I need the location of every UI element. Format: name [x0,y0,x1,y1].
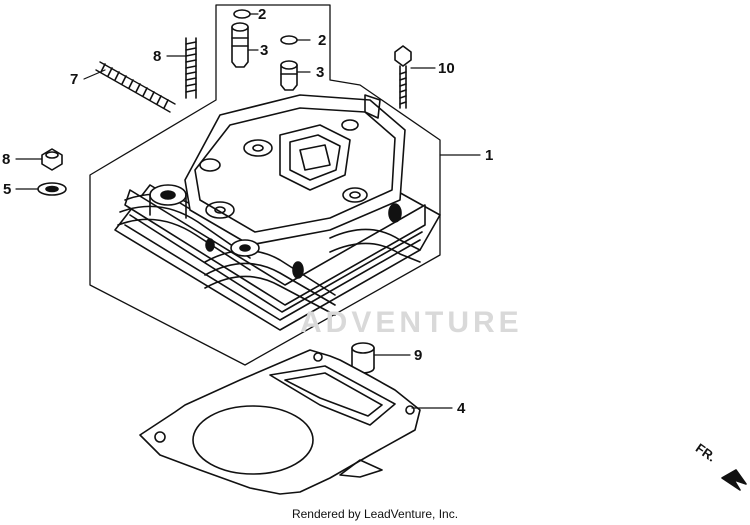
callout-10: 10 [438,60,455,77]
clip-2a [233,9,251,19]
front-direction-arrow [721,469,747,491]
bolt-boss-10 [205,238,215,252]
callout-1: 1 [485,147,493,164]
gasket-bore [192,405,314,475]
fin-5 [204,262,336,306]
stud-bolt-7 [95,61,176,113]
fin-6 [204,275,336,316]
washer-5 [37,182,67,196]
stud-bolt-8 [185,37,197,99]
callout-2-right: 2 [318,32,326,49]
callout-7: 7 [70,71,78,88]
head-gasket-4 [139,349,421,495]
fin-3 [117,218,251,271]
callout-8-nut: 8 [2,151,10,168]
flange-bolt-10 [394,45,412,109]
bolt-boss-4 [205,201,235,219]
fin-8 [329,242,421,263]
callout-3-left: 3 [260,42,268,59]
clip-2b [280,35,298,45]
callout-9: 9 [414,347,422,364]
bolt-boss-9 [292,261,304,279]
nut-8 [41,148,63,171]
fin-2 [119,205,251,259]
fin-7 [329,228,421,251]
bolt-boss-3 [342,187,368,203]
bolt-boss-2 [199,158,221,172]
front-direction-label: FR. [693,440,719,464]
assembly-outline [89,4,441,366]
callout-2-top: 2 [258,6,266,23]
bolt-boss-8 [388,203,402,223]
bolt-boss-1 [243,139,273,157]
cylinder-head [114,94,441,331]
bolt-boss-7 [341,119,359,131]
callout-4: 4 [457,400,466,417]
leader-lines [15,13,481,409]
callout-3-right: 3 [316,64,324,81]
callout-5: 5 [3,181,11,198]
valve-stem-seal-3a [231,22,249,68]
valve-chamber [279,124,351,191]
watermark-text: ADVENTURE [300,306,523,339]
valve-stem-seal-3b [280,60,298,91]
callout-8-stud: 8 [153,48,161,65]
render-credit: Rendered by LeadVenture, Inc. [291,507,459,521]
